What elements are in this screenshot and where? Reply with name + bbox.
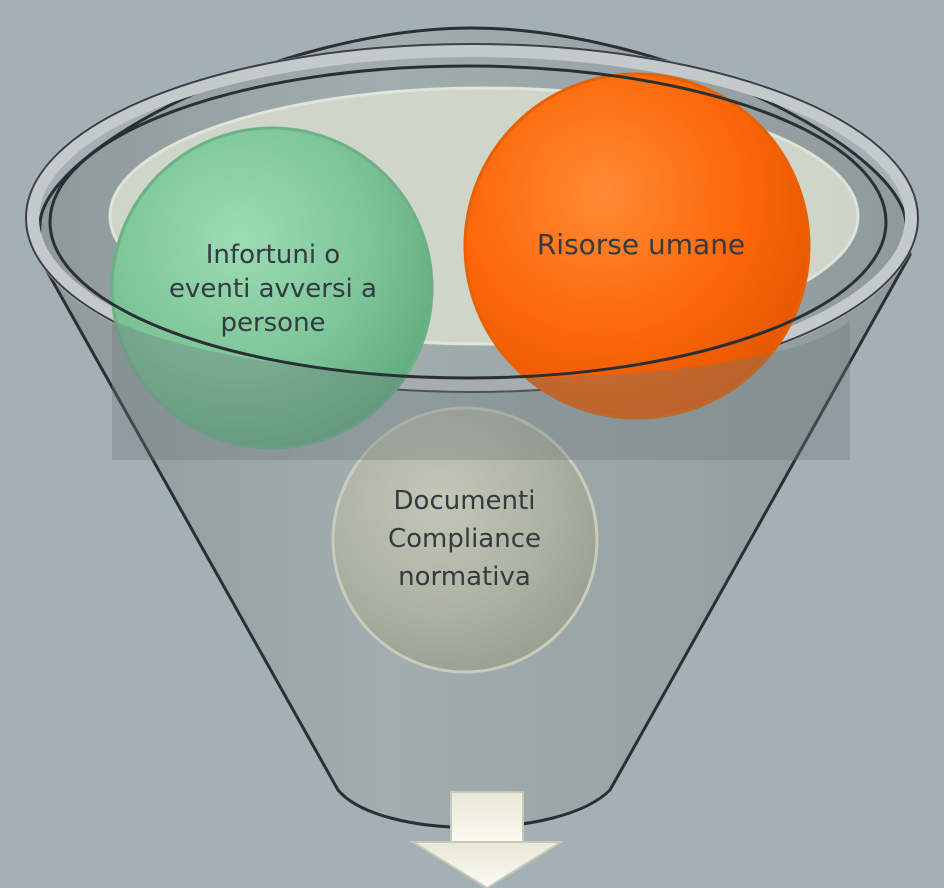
label-documenti: Documenti Compliance normativa <box>387 486 542 592</box>
label-infortuni: Infortuni o eventi avversi a persone <box>169 240 377 338</box>
circle-risorse <box>463 72 811 420</box>
funnel-rim-outer <box>25 43 919 393</box>
circle-shadow-overlay <box>112 320 850 460</box>
funnel-rim-outer-edge <box>25 43 919 393</box>
funnel-rim-inner-line <box>48 64 888 380</box>
circle-infortuni <box>110 126 434 450</box>
label-risorse: Risorse umane <box>536 227 746 261</box>
circle-documenti <box>331 406 599 674</box>
output-arrow <box>409 791 565 888</box>
